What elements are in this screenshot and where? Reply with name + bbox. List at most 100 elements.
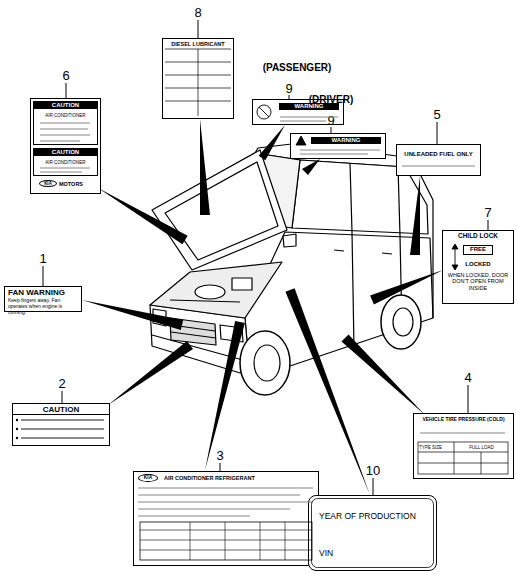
caution-panel: CAUTIONAIR CONDITIONER (33, 148, 98, 176)
engine-part (232, 278, 252, 290)
text-line (138, 515, 250, 516)
grille-bar (171, 332, 216, 338)
callout-number: 4 (464, 371, 471, 384)
plate-inner-border (312, 499, 434, 568)
arrow-head (452, 265, 458, 270)
text-line (280, 120, 326, 121)
callout-number: 1 (39, 252, 46, 265)
text-line (402, 165, 475, 166)
callout-number: 10 (366, 464, 380, 477)
vin-plate: YEAR OF PRODUCTIONVIN (308, 495, 437, 571)
label-heading: WARNING (311, 137, 381, 144)
door-handle (334, 250, 344, 251)
table-rule (418, 463, 508, 464)
callout-leader (437, 122, 438, 144)
text-line (138, 494, 300, 495)
spec-table (140, 522, 312, 560)
engine-part (170, 300, 240, 302)
door-handle (382, 253, 392, 254)
text-line (138, 487, 313, 488)
label-heading: FAN WARNING (8, 288, 80, 297)
leader-wedge (370, 270, 443, 305)
callout-leader (198, 20, 199, 38)
grid-rule (165, 62, 231, 63)
label-text: WHEN LOCKED, DOOR DON'T OPEN FROM INSIDE (445, 272, 511, 291)
door-line (352, 232, 354, 348)
label-heading: KIA (39, 180, 57, 187)
text-line (40, 171, 82, 172)
callout-leader (488, 220, 489, 230)
position-caption: (PASSENGER) (263, 63, 332, 73)
aircon-caution-label: KIAMOTORSCAUTIONAIR CONDITIONERCAUTIONAI… (30, 98, 101, 194)
leader-wedge (285, 288, 370, 495)
text-line (21, 419, 104, 420)
bullet (16, 419, 18, 421)
label-heading: VEHICLE TIRE PRESSURE (COLD) (416, 417, 511, 423)
tire-table (418, 442, 508, 474)
callout-leader (220, 463, 221, 471)
label-heading: KIA (138, 474, 158, 482)
grid-rule (165, 101, 231, 102)
child-lock-arrow (452, 244, 458, 270)
tire-detail (418, 433, 508, 474)
bullet (16, 428, 18, 430)
refrigerant-detail (138, 488, 313, 560)
engine-bay (150, 262, 282, 318)
table-rule (140, 530, 312, 531)
raised-hood (152, 150, 287, 270)
engine-part (195, 285, 225, 299)
leader-wedge (410, 176, 420, 255)
caution-panel: CAUTION AIR CONDITIONER (33, 101, 98, 145)
callout-number: 6 (62, 69, 69, 82)
prohibition-symbol (257, 105, 271, 119)
front-wheel-hub (254, 345, 280, 381)
text-line (138, 508, 290, 509)
label-text: MOTORS (59, 181, 99, 187)
bullet (16, 437, 18, 439)
grid-rule (165, 75, 231, 76)
leader-wedge (200, 119, 210, 215)
b-pillar (350, 163, 352, 232)
text-line (138, 501, 313, 502)
refrigerant-label: KIA AIR CONDITIONER REFRIGERANT (133, 471, 319, 566)
leader-wedge (205, 321, 245, 470)
label-text: AIR CONDITIONER (36, 113, 95, 118)
caution-bullets (16, 419, 104, 439)
text-line (280, 116, 338, 117)
label-heading: UNLEADED FUEL ONLY (399, 151, 478, 158)
text-line (40, 167, 90, 168)
leader-wedge (302, 159, 320, 175)
callout-leader (66, 83, 67, 98)
callout-number: 9 (327, 114, 334, 127)
c-pillar (398, 166, 400, 236)
label-heading: CAUTION (34, 149, 97, 156)
label-heading: FREE (464, 246, 492, 253)
label-text: Keep fingers away. Fan operates when eng… (8, 298, 80, 315)
label-heading: DIESEL LUBRICANT (164, 41, 232, 47)
table-rule (190, 522, 191, 560)
table-rule (454, 442, 455, 474)
leader-wedge (259, 125, 285, 160)
callout-leader (43, 266, 44, 286)
label-text: TYPE SIZE (419, 445, 453, 450)
leader-wedges (82, 119, 443, 495)
callout-number: 7 (484, 206, 491, 219)
callout-number: 3 (216, 449, 223, 462)
position-caption: (DRIVER) (309, 95, 353, 105)
label-text: AIR CONDITIONER REFRIGERANT (164, 475, 314, 481)
grid-rule (165, 49, 231, 50)
table-rule (140, 540, 312, 541)
label-heading: CAUTION (13, 405, 109, 415)
callout-leader (373, 478, 374, 495)
label-heading: YEAR OF PRODUCTION (319, 512, 434, 522)
free-box: FREE (463, 245, 493, 255)
label-heading: CAUTION (34, 102, 97, 109)
vehicle-illustration (150, 143, 433, 395)
fan-warning-label: FAN WARNINGKeep fingers away. Fan operat… (4, 286, 82, 312)
hood-inner-panel (165, 162, 278, 260)
text-line (40, 128, 88, 129)
caution-label: CAUTION (12, 403, 110, 446)
airbag-warning-label: WARNING (290, 133, 386, 159)
grid-rule (165, 88, 231, 89)
table-rule (481, 452, 482, 474)
